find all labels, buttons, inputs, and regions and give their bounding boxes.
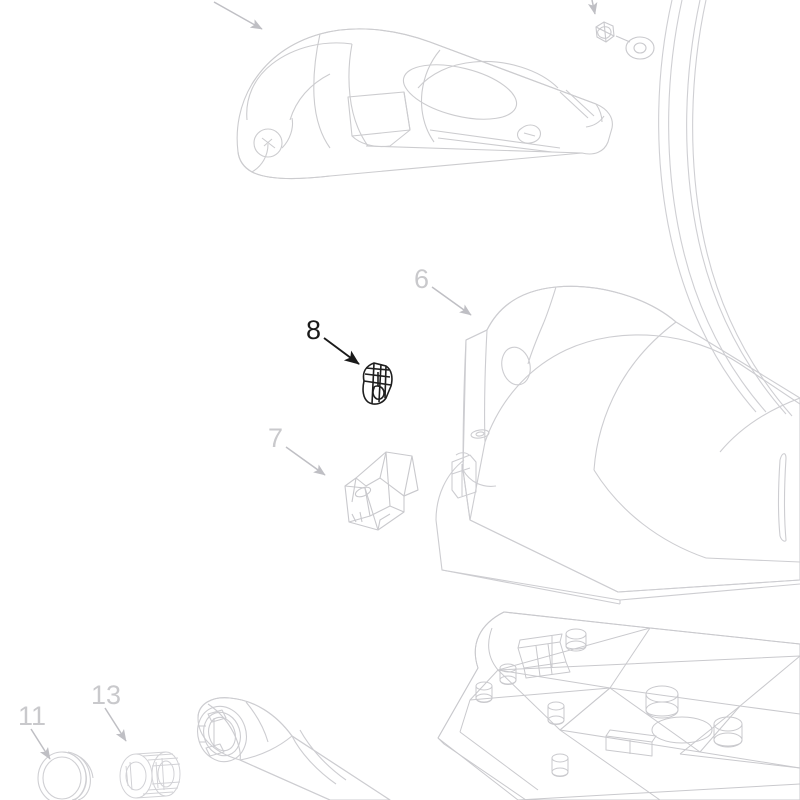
part-wedge-bracket (344, 451, 419, 531)
arrow-8 (323, 337, 360, 365)
part-upper-housing-cover (435, 285, 800, 605)
callout-label-6: 6 (414, 264, 430, 294)
callout-label-11: 11 (18, 701, 47, 731)
part-handle-clamp-arm (197, 697, 391, 800)
arrow-11 (30, 728, 51, 760)
part-end-cap (37, 751, 94, 800)
callout-label-8: 8 (306, 315, 322, 345)
arrow-6 (431, 286, 472, 316)
arrow-7 (285, 446, 326, 476)
part-nut-and-washer (595, 21, 655, 60)
part-handle-lever-assembly (236, 28, 613, 180)
callout-label-13: 13 (91, 680, 122, 710)
part-retaining-clip (362, 362, 393, 405)
part-wheel-arc (658, 0, 793, 417)
arrow-partial-top-left (213, 1, 263, 30)
callout-label-7: 7 (268, 423, 284, 453)
arrow-13 (104, 707, 127, 742)
arrow-partial-top-right (587, 0, 598, 15)
callout-arrows (30, 0, 598, 760)
part-base-frame-plate (437, 611, 800, 800)
part-ribbed-roller (119, 751, 181, 799)
